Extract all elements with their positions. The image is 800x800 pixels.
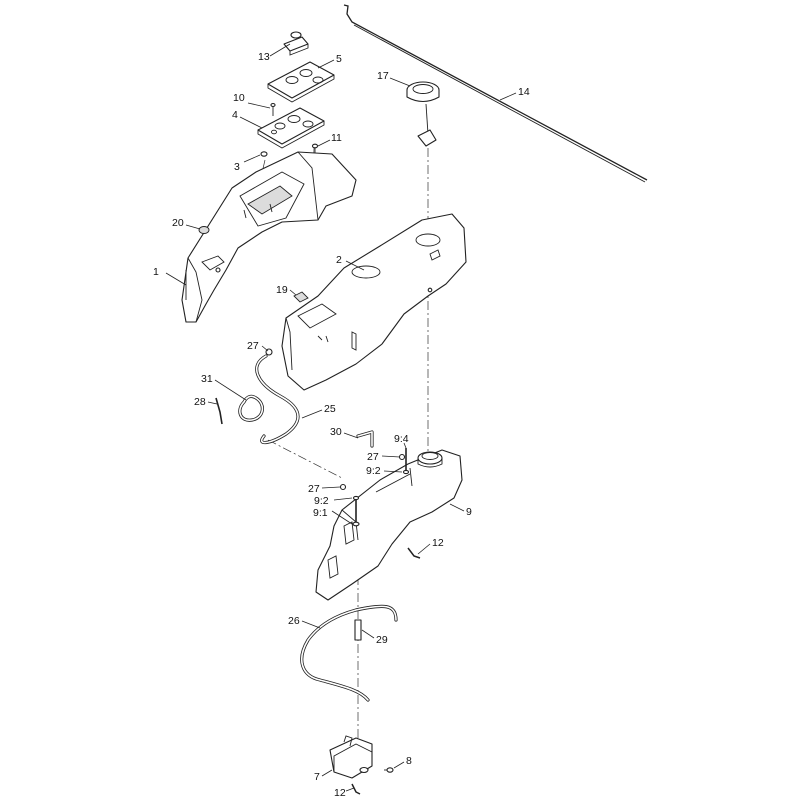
fuel-tank-9 bbox=[315, 449, 463, 601]
callout-27-a: 27 bbox=[247, 340, 259, 352]
bolt-8 bbox=[384, 767, 394, 773]
hose-25 bbox=[255, 354, 300, 445]
callout-9-1: 9:1 bbox=[313, 507, 328, 519]
callout-7: 7 bbox=[314, 771, 320, 783]
plate-4 bbox=[257, 107, 325, 149]
hose-30 bbox=[356, 430, 374, 448]
callout-8: 8 bbox=[406, 755, 412, 767]
callout-12-a: 12 bbox=[432, 537, 444, 549]
callout-30: 30 bbox=[330, 426, 342, 438]
upper-shroud-1 bbox=[181, 151, 357, 323]
callout-14: 14 bbox=[518, 86, 530, 98]
callout-29: 29 bbox=[376, 634, 388, 646]
fuel-line-26 bbox=[300, 604, 398, 702]
callout-9: 9 bbox=[466, 506, 472, 518]
bracket-7 bbox=[329, 735, 373, 779]
callout-26: 26 bbox=[288, 615, 300, 627]
callout-2: 2 bbox=[336, 254, 342, 266]
cable-tie-12-b bbox=[351, 783, 361, 795]
callout-28: 28 bbox=[194, 396, 206, 408]
callout-10: 10 bbox=[233, 92, 245, 104]
callout-9-2-b: 9:2 bbox=[366, 465, 381, 477]
bracket-13 bbox=[283, 31, 309, 56]
callout-4: 4 bbox=[232, 109, 238, 121]
callout-5: 5 bbox=[336, 53, 342, 65]
lower-shroud-2 bbox=[281, 213, 467, 391]
rod-14 bbox=[343, 4, 648, 183]
callout-1: 1 bbox=[153, 266, 159, 278]
plate-5 bbox=[267, 61, 335, 103]
fitting-9-1 bbox=[352, 500, 360, 527]
callout-25: 25 bbox=[324, 403, 336, 415]
callout-13: 13 bbox=[258, 51, 270, 63]
clamp-27-b bbox=[398, 453, 406, 461]
callout-12-b: 12 bbox=[334, 787, 346, 799]
callout-20: 20 bbox=[172, 217, 184, 229]
callout-labels: 1 2 3 4 5 7 8 9 9:1 9:2 9:2 9:4 10 11 12… bbox=[153, 51, 530, 799]
callout-17: 17 bbox=[377, 70, 389, 82]
filter-29 bbox=[354, 619, 362, 641]
nut-3 bbox=[260, 151, 268, 157]
clip-20 bbox=[198, 226, 210, 234]
screw-10 bbox=[270, 102, 276, 116]
callout-9-2-a: 9:2 bbox=[314, 495, 329, 507]
cable-tie-28 bbox=[215, 397, 223, 425]
clip-19 bbox=[293, 291, 309, 303]
callout-3: 3 bbox=[234, 161, 240, 173]
leader-lines bbox=[165, 43, 517, 792]
callout-31: 31 bbox=[201, 373, 213, 385]
fitting-9-2-a bbox=[352, 495, 360, 501]
callout-27-b: 27 bbox=[367, 451, 379, 463]
callout-19: 19 bbox=[276, 284, 288, 296]
callout-11: 11 bbox=[331, 132, 342, 144]
clamp-27-c bbox=[339, 483, 347, 491]
fitting-9-2-b bbox=[402, 469, 410, 475]
fuel-cap-17 bbox=[406, 81, 440, 147]
callout-9-4: 9:4 bbox=[394, 433, 409, 445]
loop-31 bbox=[238, 394, 264, 422]
cable-tie-12-a bbox=[407, 547, 421, 559]
callout-27-c: 27 bbox=[308, 483, 320, 495]
